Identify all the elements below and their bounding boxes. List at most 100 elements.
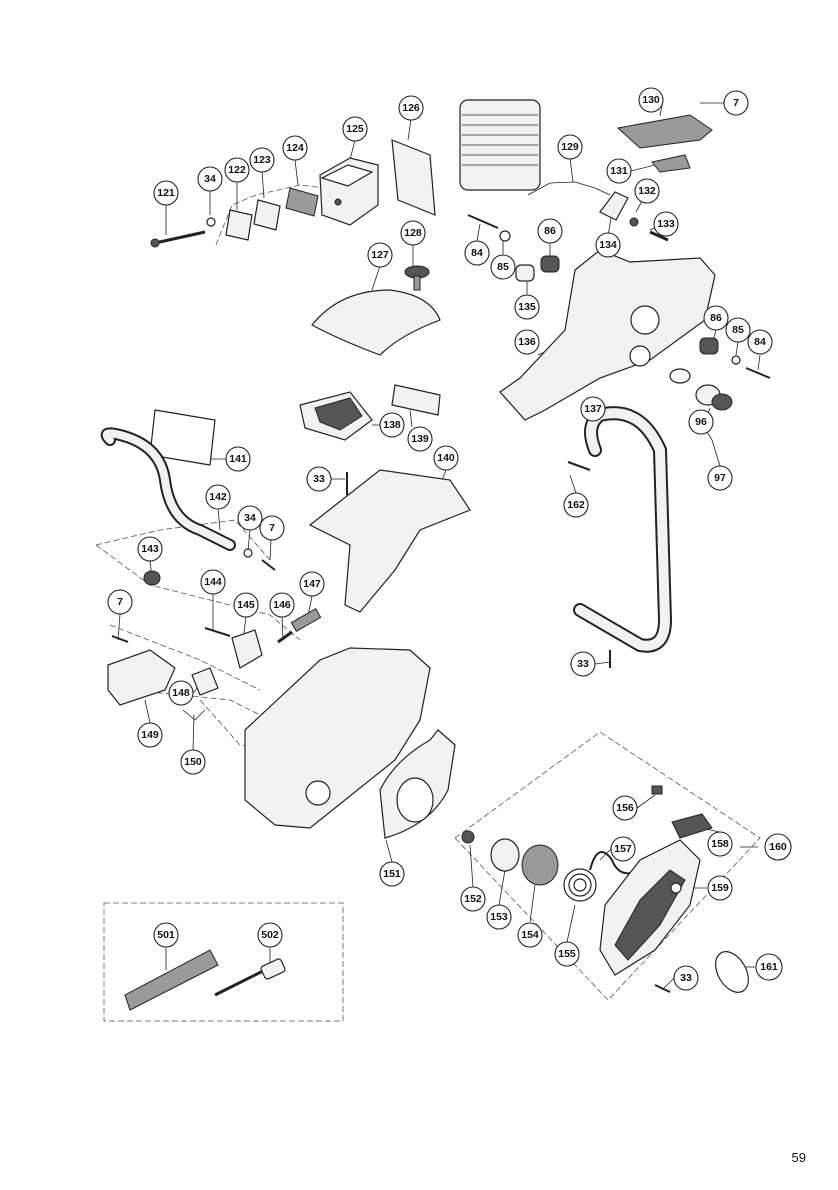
callout-136: 136 [514, 329, 540, 355]
spring-143 [143, 570, 161, 586]
svg-text:131: 131 [610, 165, 628, 177]
svg-text:146: 146 [273, 599, 291, 611]
callout-130: 130 [638, 87, 664, 113]
label-141 [149, 409, 216, 466]
callout-158: 158 [707, 831, 733, 857]
cap-gasket [669, 368, 691, 384]
callout-150: 150 [180, 749, 206, 775]
svg-text:129: 129 [561, 141, 579, 153]
callout-134: 134 [595, 232, 621, 258]
fan-opening [396, 777, 434, 823]
svg-text:155: 155 [558, 948, 576, 960]
svg-text:152: 152 [464, 893, 482, 905]
starter-handle-158 [671, 813, 713, 839]
callout-142: 142 [205, 484, 231, 510]
svg-text:124: 124 [286, 142, 304, 154]
svg-text:33: 33 [680, 972, 692, 984]
callout-7-left: 7 [107, 589, 133, 615]
throttle-134 [599, 191, 629, 221]
screw-7-left [111, 635, 129, 643]
handle-boss-lower [629, 345, 651, 367]
callout-152: 152 [460, 886, 486, 912]
spring-146 [277, 630, 293, 644]
damper-86-right [699, 337, 719, 355]
callout-34: 34 [197, 166, 223, 192]
handle-boss [630, 305, 660, 335]
grip-cover-130 [616, 114, 713, 149]
knob-128 [404, 265, 430, 291]
svg-text:137: 137 [584, 403, 602, 415]
starter-housing-ribs [614, 869, 686, 961]
bracket-149 [107, 649, 176, 706]
callout-129: 129 [557, 134, 583, 160]
callout-149: 149 [137, 722, 163, 748]
callout-148: 148 [168, 680, 194, 706]
callout-160: 160 [764, 833, 792, 861]
recoil-spring-155 [563, 868, 597, 902]
svg-text:85: 85 [497, 261, 509, 273]
svg-text:158: 158 [711, 838, 729, 850]
callout-501: 501 [153, 922, 179, 948]
callout-159: 159 [707, 875, 733, 901]
svg-text:153: 153 [490, 911, 508, 923]
callout-131: 131 [606, 158, 632, 184]
svg-text:140: 140 [437, 452, 455, 464]
callout-138: 138 [379, 412, 405, 438]
pin-144 [204, 627, 231, 637]
bolt-162 [567, 461, 591, 471]
pin-133 [649, 230, 669, 242]
callout-153: 153 [486, 904, 512, 930]
svg-text:97: 97 [714, 472, 726, 484]
bolt-33-starter [654, 984, 671, 993]
rear-handle-136 [499, 249, 716, 421]
svg-text:149: 149 [141, 729, 159, 741]
svg-text:128: 128 [404, 227, 422, 239]
side-cover-140 [308, 469, 471, 613]
nut-152 [461, 830, 475, 844]
gasket-161 [715, 951, 749, 993]
callout-97: 97 [707, 465, 733, 491]
callout-157: 157 [610, 836, 636, 862]
spring-132 [629, 217, 639, 227]
bolt-121 [150, 230, 206, 248]
callout-86-left: 86 [537, 218, 563, 244]
callout-135: 135 [514, 294, 540, 320]
svg-text:150: 150 [184, 756, 202, 768]
callout-85-right: 85 [725, 317, 751, 343]
callout-34-brake: 34 [237, 505, 263, 531]
svg-text:123: 123 [253, 154, 271, 166]
callout-33-handle: 33 [570, 651, 596, 677]
callout-85-left: 85 [490, 254, 516, 280]
svg-text:160: 160 [769, 841, 787, 853]
callout-151: 151 [379, 861, 405, 887]
washer-34-brake [243, 548, 253, 558]
svg-text:134: 134 [599, 239, 617, 251]
svg-text:133: 133 [657, 218, 675, 230]
svg-text:127: 127 [371, 249, 389, 261]
svg-text:143: 143 [141, 543, 159, 555]
bar-cover-501 [124, 949, 219, 1011]
callout-33-starter: 33 [673, 965, 699, 991]
svg-text:135: 135 [518, 301, 536, 313]
lever-145 [231, 629, 263, 669]
callout-143: 143 [137, 536, 163, 562]
cylinder [459, 99, 541, 191]
crankcase [244, 647, 431, 829]
callout-96: 96 [688, 409, 714, 435]
damper-135 [515, 264, 535, 282]
callout-121: 121 [153, 180, 179, 206]
callout-84-left: 84 [464, 240, 490, 266]
gasket-123 [253, 199, 281, 231]
svg-text:86: 86 [544, 225, 556, 237]
svg-text:7: 7 [269, 522, 275, 534]
wire-129 [527, 181, 611, 196]
svg-text:151: 151 [383, 868, 401, 880]
svg-text:130: 130 [642, 94, 660, 106]
disc-154 [521, 844, 559, 886]
muffler-125 [319, 157, 379, 226]
part-156 [651, 785, 663, 795]
callout-127: 127 [367, 242, 393, 268]
callout-126: 126 [398, 95, 424, 121]
callout-84-right: 84 [747, 329, 773, 355]
